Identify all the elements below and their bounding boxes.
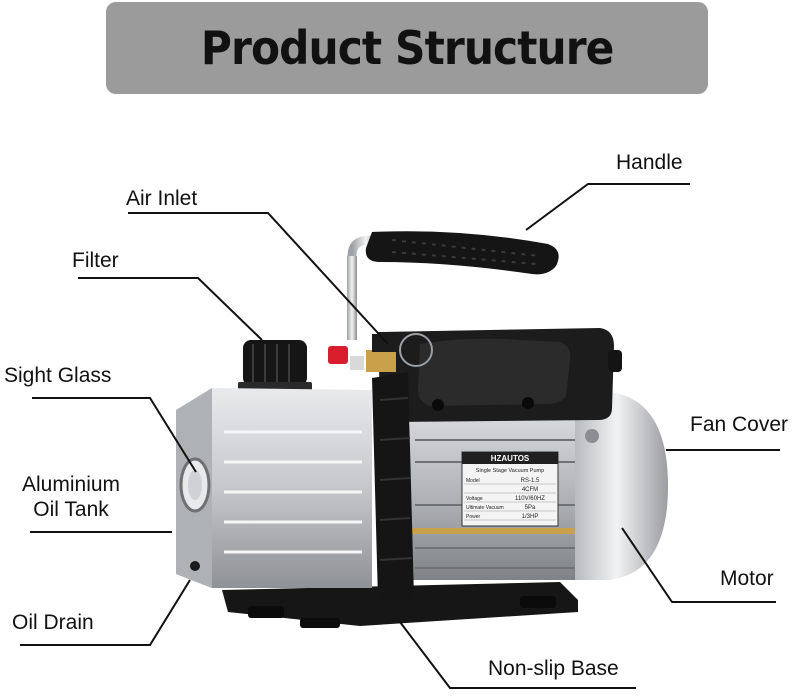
nameplate: HZAUTOS Single Stage Vacuum Pump Model RS…: [461, 451, 559, 527]
nameplate-row-key: Model: [466, 478, 480, 484]
leader-oil-drain: [20, 579, 191, 646]
nameplate-row-value: 110V/60HZ: [515, 496, 545, 502]
label-filter: Filter: [72, 249, 119, 272]
nameplate-row-value: 4CFM: [522, 487, 538, 493]
nameplate-row-value: 5Pa: [525, 505, 536, 511]
filter-cap: [238, 340, 312, 394]
leader-air-inlet: [128, 212, 389, 345]
leader-sight-glass: [32, 397, 197, 473]
label-aluminium-oil-tank: Aluminium Oil Tank: [22, 473, 121, 522]
nameplate-row-key: Voltage: [466, 496, 483, 502]
label-motor: Motor: [720, 567, 774, 590]
leader-handle: [525, 183, 690, 231]
nameplate-row-value: 1/3HP: [522, 514, 539, 520]
label-air-inlet: Air Inlet: [126, 187, 198, 210]
leader-motor: [621, 527, 776, 603]
label-non-slip-base: Non-slip Base: [488, 657, 619, 680]
title-banner: Product Structure: [106, 2, 708, 94]
pump-flange: [372, 372, 414, 600]
page-title: Product Structure: [200, 21, 614, 75]
leader-non-slip-base: [399, 621, 636, 689]
leader-lines: [20, 183, 780, 689]
fan-cover-shape: [575, 392, 668, 580]
label-oil-drain: Oil Drain: [12, 611, 94, 634]
nameplate-row-key: Ultimate Vacuum: [466, 505, 504, 511]
non-slip-base-plate: [222, 582, 578, 628]
nameplate-row-value: RS-1.5: [521, 478, 540, 484]
nameplate-row-key: Power: [466, 514, 481, 520]
nameplate-subtitle: Single Stage Vacuum Pump: [476, 468, 544, 474]
handle-shape: [347, 231, 559, 340]
nameplate-rows: Model RS-1.5 4CFM Voltage 110V/60HZ Ultimate …: [464, 478, 556, 521]
air-inlet-fittings: [328, 333, 433, 372]
label-fan-cover: Fan Cover: [690, 413, 789, 436]
label-sight-glass: Sight Glass: [4, 364, 112, 387]
aluminium-oil-tank-shape: [176, 388, 372, 588]
top-housing: [378, 328, 622, 422]
leader-filter: [78, 277, 263, 341]
label-handle: Handle: [616, 151, 683, 174]
nameplate-brand: HZAUTOS: [491, 454, 530, 463]
